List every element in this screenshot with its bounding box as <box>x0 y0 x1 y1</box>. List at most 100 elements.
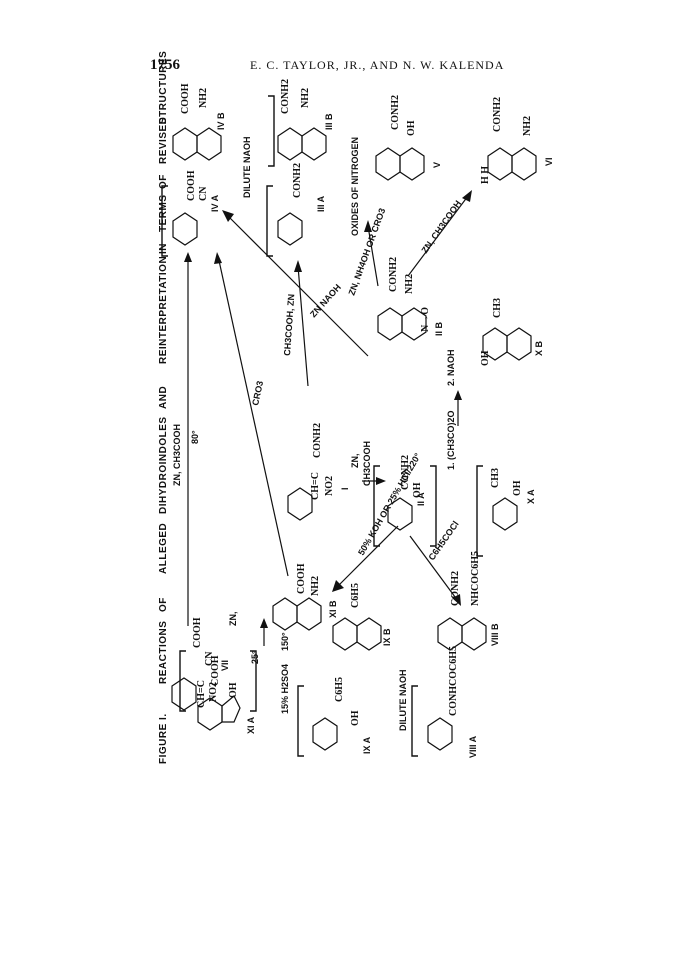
compound-label: V <box>432 162 442 168</box>
compound-iv-b: COOH NH2 IV B <box>172 83 275 167</box>
caption-word: ALLEGED <box>158 523 169 574</box>
group-label: OH <box>350 710 361 726</box>
group-label: NH2 <box>198 88 209 108</box>
arrow-koh <box>337 525 399 587</box>
compound-iv-a: COOH CN IV A <box>161 170 220 257</box>
group-label: OH <box>412 482 423 498</box>
compound-x-a: CH3 OH X A <box>476 465 536 557</box>
arrow-cro3 <box>217 255 289 577</box>
compound-label: VIII A <box>468 735 478 758</box>
compound-vii: CH=C COOH CN NO2 VII <box>171 617 230 711</box>
group-label: NH2 <box>404 274 415 294</box>
arrowhead <box>222 210 234 222</box>
group-label: COOH <box>186 170 197 201</box>
group-label: CH=C <box>310 472 321 500</box>
reagent-label: 2. NAOH <box>446 349 456 386</box>
caption-word: IN <box>158 243 169 254</box>
compound-label: X A <box>526 489 536 504</box>
compound-label: VIII B <box>490 623 500 646</box>
arrowhead <box>452 594 461 606</box>
compound-ii-a: CONH2 OH II A <box>373 455 437 547</box>
compound-label: III B <box>324 113 334 130</box>
group-label: NH2 <box>310 576 321 596</box>
group-label: CONH2 <box>400 455 411 490</box>
reagent-label: DILUTE NAOH <box>398 670 408 732</box>
reagent-label: CH3COOH, ZN <box>282 294 296 357</box>
group-label: CN <box>198 186 209 201</box>
arrow-to-iv-a-naoh <box>225 213 369 357</box>
page-number: 1756 <box>150 57 180 73</box>
compound-viii-a: CONHCOC6H5 VIII A <box>411 646 478 758</box>
group-label: N→O <box>420 307 431 332</box>
caption-word: REACTIONS <box>158 621 169 684</box>
reagent-label: 15% H2SO4 <box>280 664 290 714</box>
arrowhead <box>376 477 386 485</box>
compound-label: IX A <box>362 736 372 754</box>
arrowhead <box>260 618 268 628</box>
compound-iii-a: CONH2 III A <box>266 163 326 257</box>
group-label: OH <box>512 480 523 496</box>
caption-word: STRUCTURES <box>158 51 169 124</box>
compound-vi: CONH2 NH2 H H VI <box>480 97 554 184</box>
reagent-label: 25° <box>250 650 260 664</box>
reagent-label: ZN, <box>350 454 360 469</box>
reagent-label: ZN, CH3COOH <box>172 424 182 486</box>
arrowhead <box>454 390 462 400</box>
group-label: NO2 <box>324 476 335 496</box>
compound-label: X B <box>534 340 544 356</box>
group-label: CH3 <box>490 468 501 488</box>
group-label: CH=C <box>196 680 207 708</box>
group-label: NO2 <box>208 682 219 702</box>
caption-word: TERMS <box>158 195 169 233</box>
reagent-label: CH3COOH <box>362 441 372 486</box>
reagent-label: ZN, <box>228 612 238 627</box>
arrowhead <box>184 252 192 262</box>
reagent-label: C6H5COCl <box>426 519 460 562</box>
group-label: CONH2 <box>388 257 399 292</box>
compound-label: II A <box>416 492 426 506</box>
arrow-to-iii-a <box>297 265 309 387</box>
compound-xi-b: COOH NH2 XI B <box>272 563 338 631</box>
compound-label: VII <box>220 660 230 671</box>
group-label: COOH <box>180 83 191 114</box>
reagent-label: ZN, CH3COOH <box>419 199 463 256</box>
compound-ix-b: C6H5 IX B <box>332 583 392 651</box>
compound-label: III A <box>316 195 326 212</box>
group-label: CONHCOC6H5 <box>448 646 459 716</box>
group-label: NHCOC6H5 <box>470 551 481 606</box>
group-label: CONH2 <box>280 79 291 114</box>
group-label: COOH <box>192 617 203 648</box>
arrowhead <box>294 260 302 272</box>
compound-ix-a: C6H5 OH IX A <box>297 677 372 757</box>
group-label: NH2 <box>300 88 311 108</box>
caption-word: OF <box>158 597 169 612</box>
compound-label: IX B <box>382 628 392 646</box>
caption-word: AND <box>158 386 169 409</box>
group-label: OH <box>406 120 417 136</box>
caption-word: REINTERPRETATION <box>158 256 169 364</box>
group-label: COOH <box>210 655 221 686</box>
compound-label: IV B <box>216 112 226 130</box>
group-label: COOH <box>296 563 307 594</box>
arrow-to-vi <box>407 195 469 277</box>
arrowhead <box>462 190 472 202</box>
figure-1: FIGURE I. REACTIONS OF ALLEGED DIHYDROIN… <box>158 51 578 776</box>
group-label: OH <box>480 350 491 366</box>
group-label: OH <box>228 682 239 698</box>
reagent-label: CRO3 <box>250 380 265 407</box>
group-label: NH2 <box>522 116 533 136</box>
compound-viii-b: CONH2 NHCOC6H5 VIII B <box>437 551 500 651</box>
group-label: CH3 <box>492 298 503 318</box>
compound-label: IV A <box>210 194 220 212</box>
group-label: CONH2 <box>312 423 323 458</box>
compound-label: XI B <box>328 600 338 618</box>
compound-v: CONH2 OH V <box>375 95 442 181</box>
arrow-benzoylation <box>409 535 459 602</box>
compound-iii-b: CONH2 NH2 III B <box>277 79 334 161</box>
caption-word: REVISED <box>158 117 169 164</box>
compound-x-b: CH3 OH X B <box>480 298 544 366</box>
group-label: CONH2 <box>450 571 461 606</box>
group-label: CONH2 <box>492 97 503 132</box>
arrow-to-v <box>367 225 379 287</box>
reagent-label: 150° <box>280 632 290 651</box>
